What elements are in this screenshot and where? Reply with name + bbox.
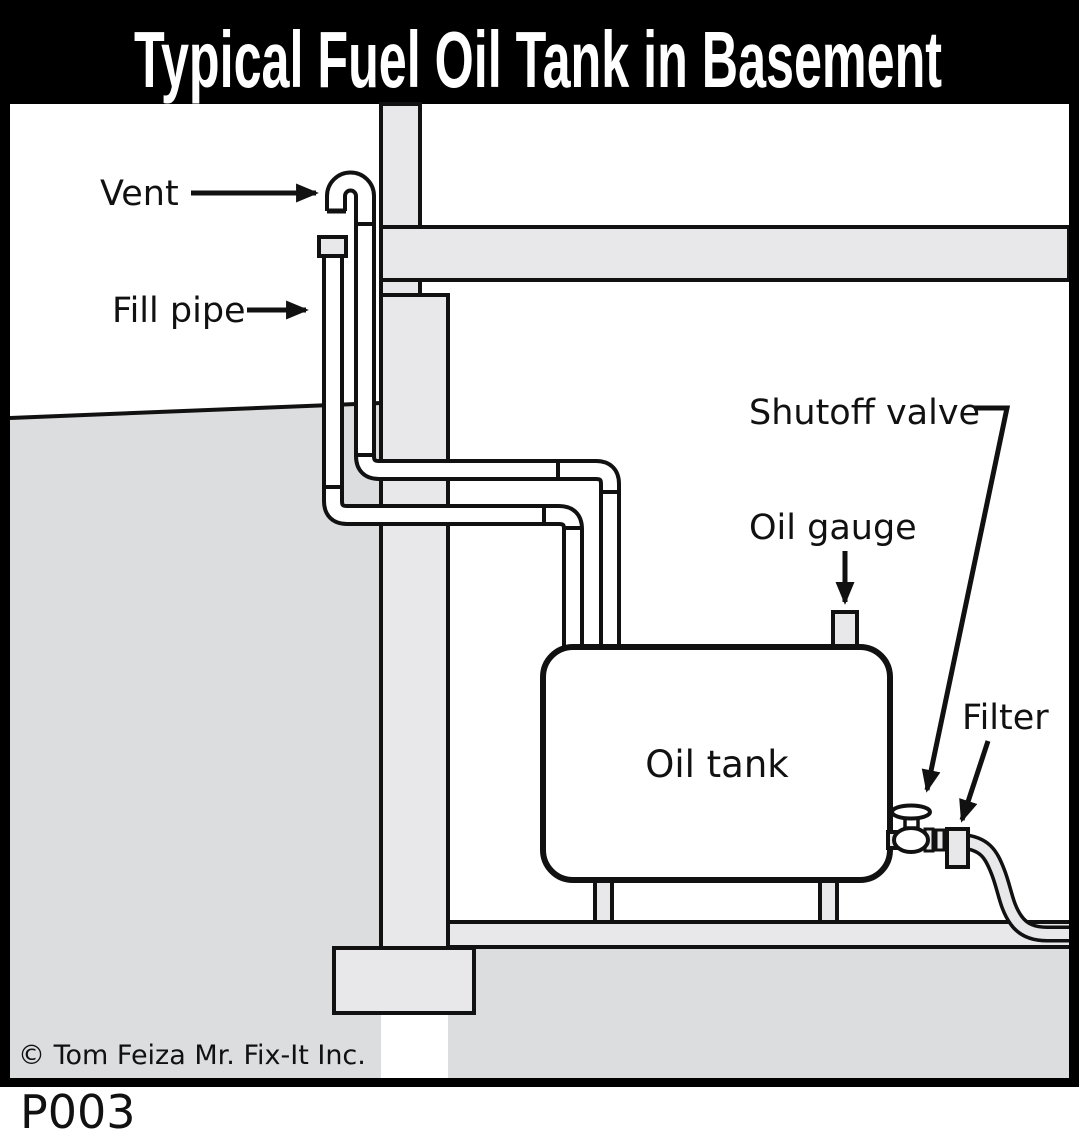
soil bbox=[9, 401, 1069, 1078]
vent-pipe bbox=[325, 170, 621, 652]
shutoff-valve-leader bbox=[921, 405, 1011, 793]
supply-tube bbox=[958, 832, 1073, 943]
fill-pipe-label: Fill pipe bbox=[112, 291, 246, 331]
fill-pipe bbox=[322, 256, 584, 652]
first-floor-band bbox=[379, 225, 1071, 282]
pipe-joints bbox=[326, 222, 618, 530]
basement-post bbox=[379, 293, 450, 950]
oil-gauge-label: Oil gauge bbox=[749, 508, 917, 548]
shutoff-valve-label: Shutoff valve bbox=[749, 393, 980, 433]
sill-plate bbox=[379, 278, 422, 297]
structure bbox=[332, 102, 1075, 1015]
vent-label: Vent bbox=[100, 174, 179, 214]
oil-tank bbox=[540, 644, 893, 883]
footing bbox=[332, 946, 476, 1015]
grade-line bbox=[9, 401, 382, 420]
oil-tank-label: Oil tank bbox=[645, 743, 789, 786]
page-title: Typical Fuel Oil Tank in Basement bbox=[134, 15, 942, 104]
copyright: © Tom Feiza Mr. Fix-It Inc. bbox=[18, 1040, 366, 1071]
frame-right-border bbox=[1069, 104, 1079, 1087]
tank-leg-left bbox=[593, 876, 614, 924]
basement-floor-slab bbox=[446, 920, 1075, 949]
filter-arrow bbox=[959, 740, 991, 823]
diagram-id: P003 bbox=[20, 1085, 136, 1134]
valve-handle bbox=[890, 803, 932, 821]
shutoff-valve bbox=[886, 803, 950, 854]
filter bbox=[945, 827, 970, 869]
callouts: Vent Fill pipe Shutoff valve Oil gauge F… bbox=[100, 174, 1049, 823]
filter-label: Filter bbox=[962, 698, 1049, 738]
upper-wall-stud bbox=[379, 102, 422, 229]
fill-cap bbox=[317, 235, 348, 258]
tank-leg-right bbox=[818, 876, 839, 924]
valve-body bbox=[892, 826, 930, 854]
